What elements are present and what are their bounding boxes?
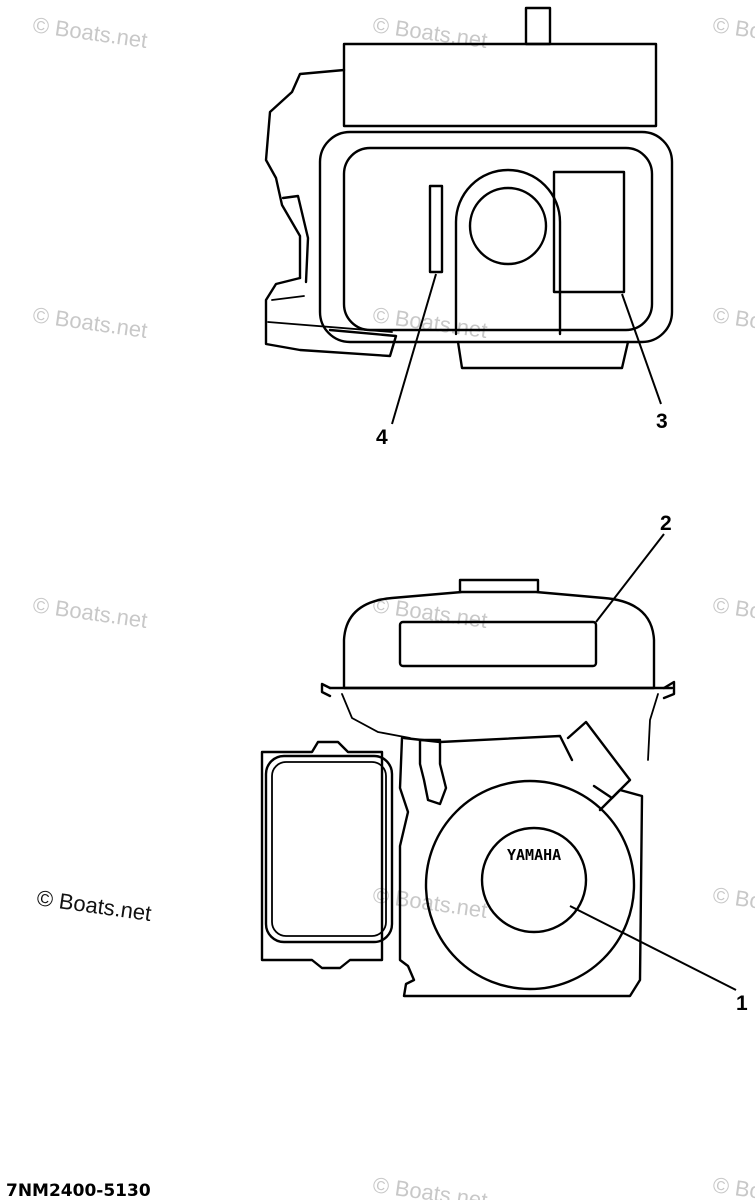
part-code: 7NM2400-5130	[6, 1181, 151, 1200]
watermark: © Boats.net	[371, 1172, 489, 1200]
watermark: © Boats.net	[31, 12, 149, 53]
watermark: © Boats.net	[371, 302, 489, 343]
watermark: © Boats.net	[711, 882, 755, 923]
brand-plate-text: YAMAHA	[507, 846, 561, 864]
engine-side-view	[260, 533, 737, 998]
watermarks: © Boats.net © Boats.net © Boats.net © Bo…	[31, 12, 755, 1200]
callout-3: 3	[656, 410, 668, 433]
engine-top-view	[264, 6, 674, 425]
watermark: © Boats.net	[711, 592, 755, 633]
watermark: © Boats.net	[31, 592, 149, 633]
watermark: © Boats.net	[711, 1172, 755, 1200]
watermark: © Boats.net	[711, 302, 755, 343]
label-4-strip	[428, 184, 444, 274]
watermark: © Boats.net	[35, 885, 153, 926]
label-3-plate	[552, 170, 626, 294]
label-2-plate	[398, 620, 598, 668]
watermark: © Boats.net	[371, 12, 489, 53]
label-1-plate	[480, 826, 588, 934]
watermark: © Boats.net	[711, 12, 755, 53]
callout-2: 2	[660, 512, 672, 535]
watermark: © Boats.net	[31, 302, 149, 343]
callout-4: 4	[376, 426, 388, 449]
callout-1: 1	[736, 992, 748, 1015]
